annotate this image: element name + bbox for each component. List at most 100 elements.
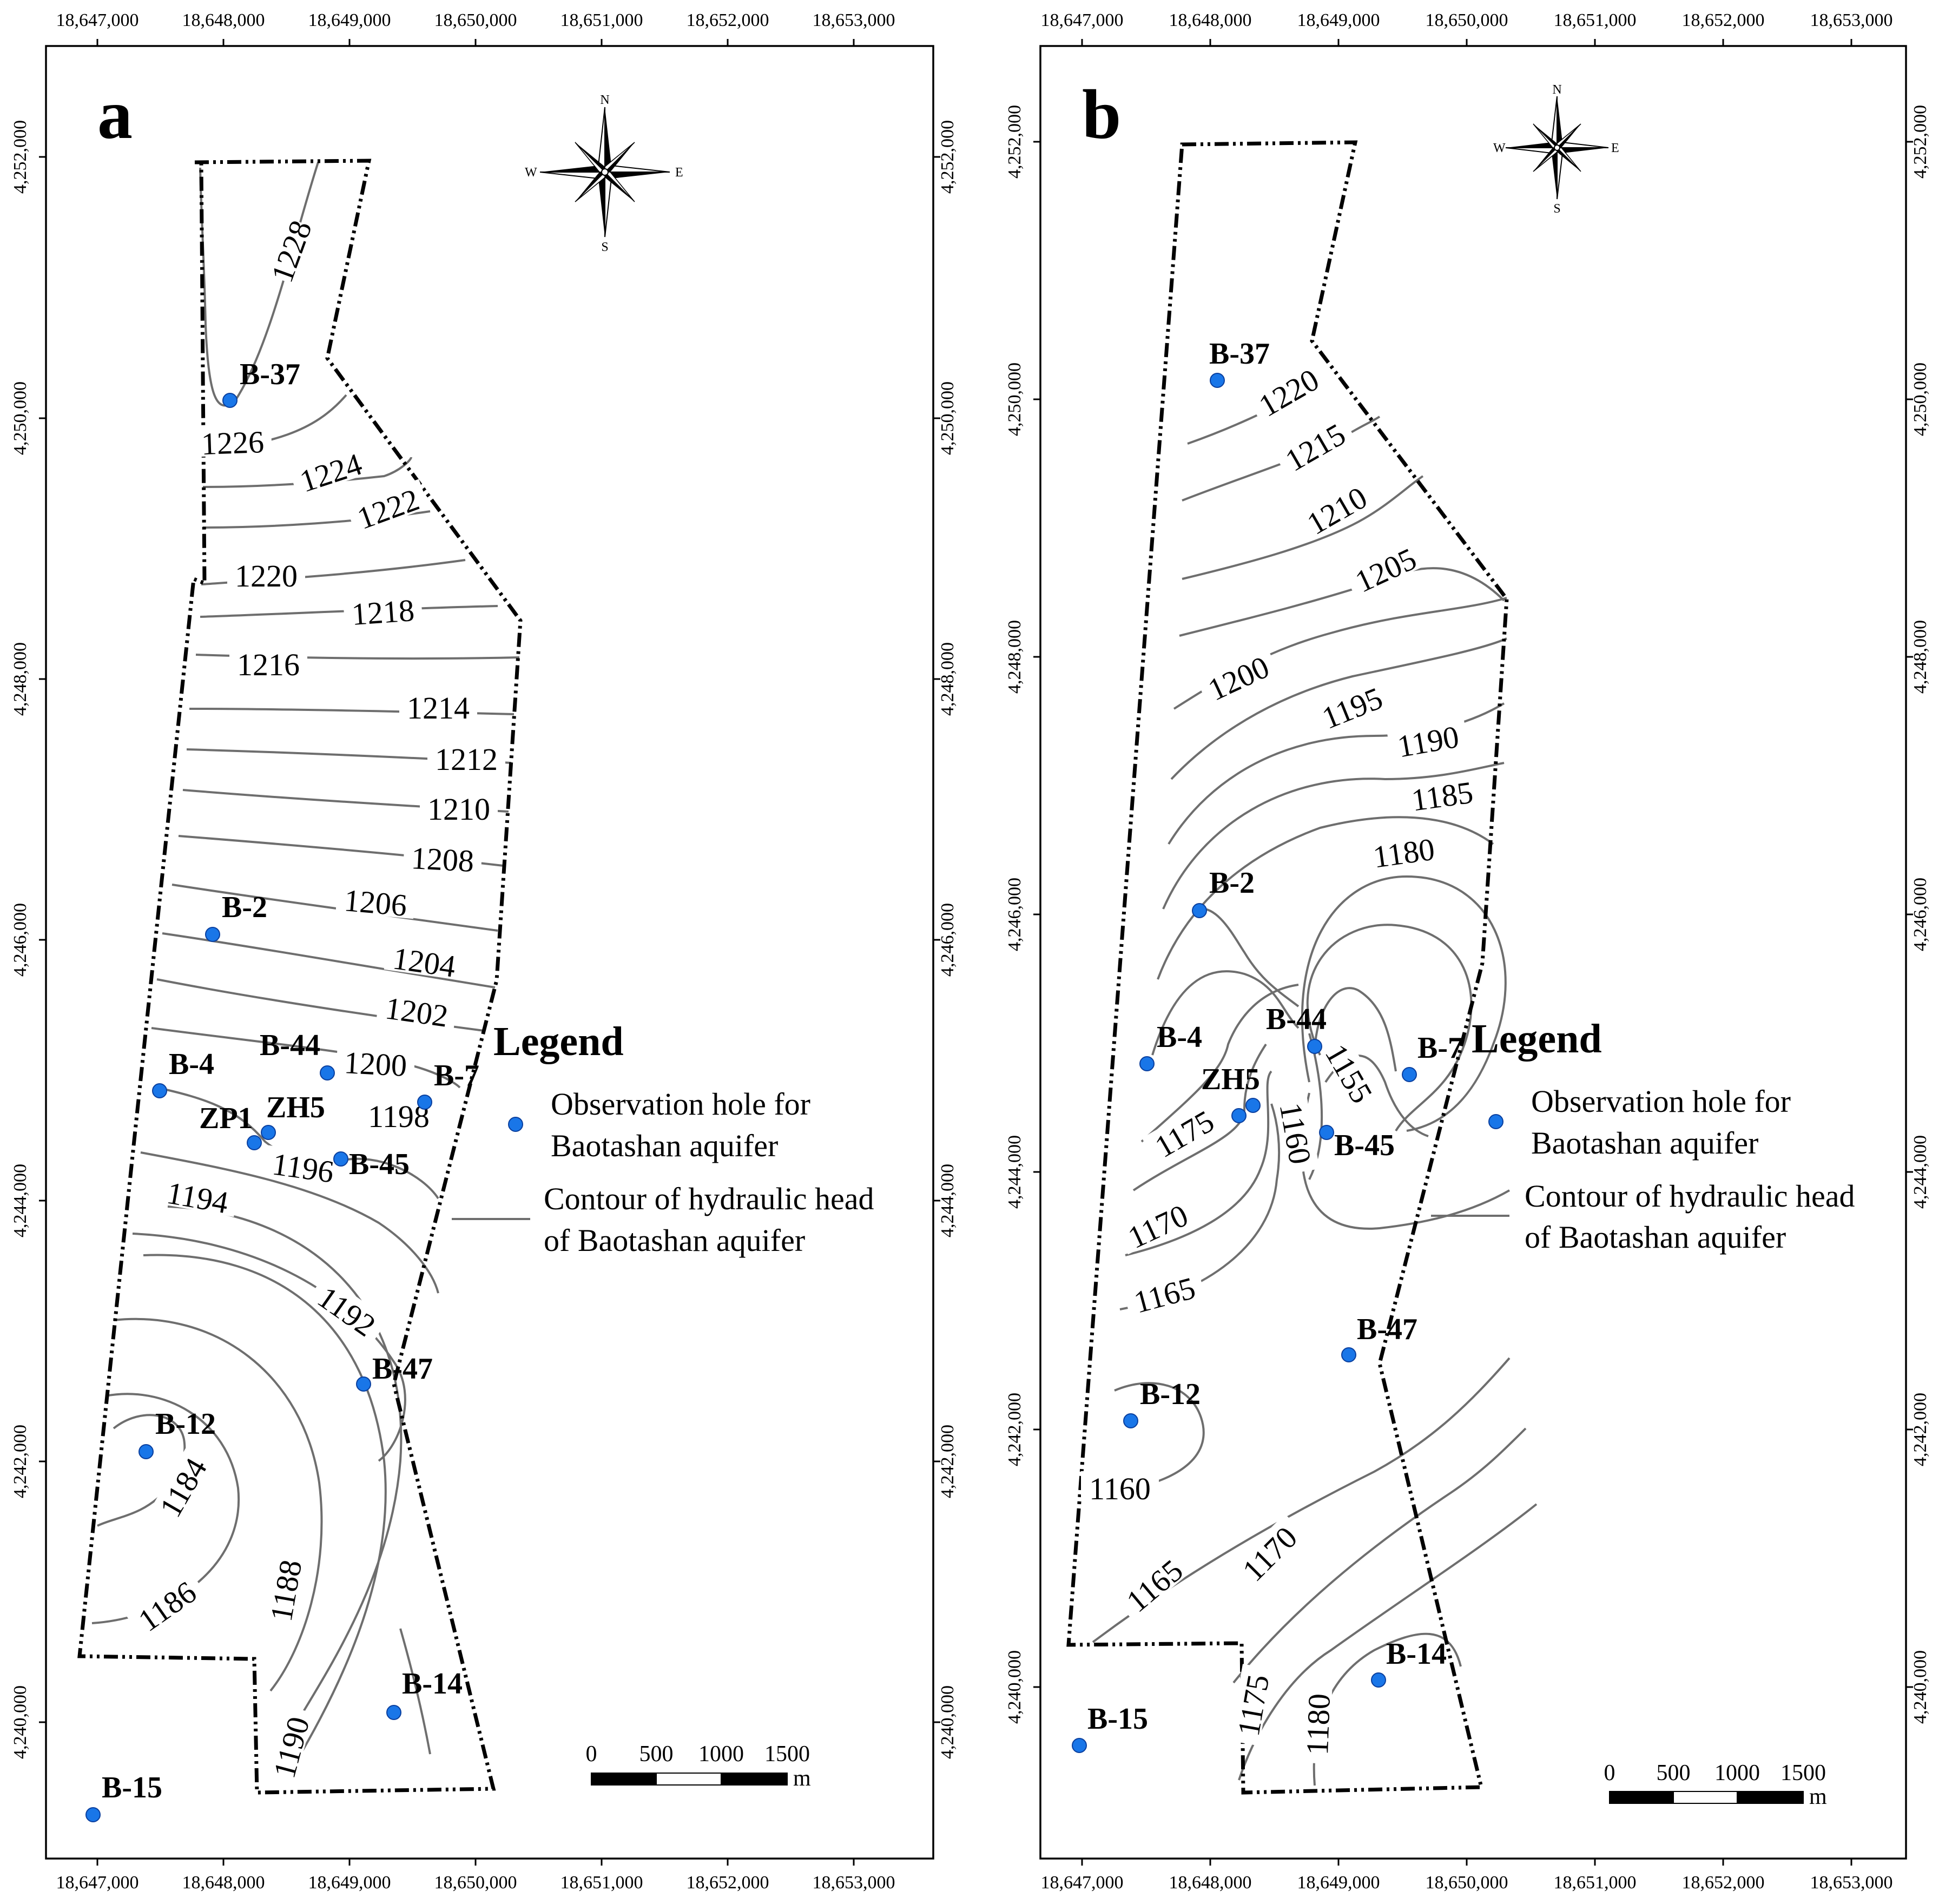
legend-contour-label: of Baotashan aquifer bbox=[544, 1223, 805, 1258]
x-tick-label: 18,651,000 bbox=[560, 10, 643, 30]
y-tick-label: 4,250,000 bbox=[938, 381, 958, 455]
well-label: B-47 bbox=[372, 1352, 433, 1386]
x-tick-label: 18,650,000 bbox=[434, 1873, 517, 1893]
x-tick-label: 18,653,000 bbox=[1810, 1873, 1893, 1893]
well-label: B-14 bbox=[402, 1667, 463, 1701]
observation-well-marker bbox=[205, 927, 220, 942]
x-tick-label: 18,648,000 bbox=[182, 1873, 265, 1893]
observation-well-marker bbox=[1245, 1098, 1261, 1113]
panel-b-y-tick-labels-right: 4,252,000 4,250,000 4,248,000 4,246,000 … bbox=[1910, 105, 1930, 1724]
x-tick-label: 18,647,000 bbox=[56, 1873, 139, 1893]
x-tick-label: 18,648,000 bbox=[182, 10, 265, 30]
observation-well-marker bbox=[1341, 1347, 1356, 1362]
well-label: B-37 bbox=[240, 358, 300, 391]
contour-label: 1216 bbox=[237, 647, 300, 682]
y-tick-label: 4,250,000 bbox=[10, 381, 30, 455]
y-tick-label: 4,242,000 bbox=[1005, 1393, 1025, 1466]
x-tick-label: 18,648,000 bbox=[1169, 10, 1252, 30]
scale-label: 1000 bbox=[1714, 1761, 1760, 1786]
x-tick-label: 18,651,000 bbox=[1554, 10, 1637, 30]
well-label: B-45 bbox=[1334, 1129, 1395, 1162]
contour-label: 1218 bbox=[351, 592, 416, 632]
well-label: B-12 bbox=[1140, 1378, 1201, 1411]
observation-well-marker bbox=[386, 1705, 401, 1720]
scale-label: 500 bbox=[639, 1742, 674, 1767]
y-tick-label: 4,242,000 bbox=[938, 1425, 958, 1498]
compass-n-label: N bbox=[1552, 83, 1561, 97]
observation-well-marker bbox=[152, 1083, 167, 1098]
well-label: B-7 bbox=[434, 1059, 479, 1092]
panel-a-y-ticks bbox=[39, 156, 940, 1723]
y-tick-label: 4,248,000 bbox=[938, 642, 958, 716]
panel-b-wells: B-37 B-2 B-4 B-44 B-7 ZH5 B-45 B-47 B-12… bbox=[1072, 337, 1463, 1753]
panel-a-scale-bar: 0 500 1000 1500 m bbox=[586, 1742, 812, 1791]
contour-label: 1196 bbox=[270, 1146, 336, 1189]
compass-rose-icon: N S E W bbox=[1493, 83, 1619, 216]
legend-observation-label: Observation hole for bbox=[1531, 1084, 1791, 1119]
x-tick-label: 18,650,000 bbox=[1426, 1873, 1508, 1893]
panel-b: 18,647,000 18,648,000 18,649,000 18,650,… bbox=[1005, 10, 1930, 1893]
panel-a-y-tick-labels-left: 4,252,000 4,250,000 4,248,000 4,246,000 … bbox=[10, 120, 30, 1759]
legend-well-symbol bbox=[1488, 1114, 1503, 1129]
scale-label: 0 bbox=[586, 1742, 597, 1767]
panel-b-legend: Legend Observation hole for Baotashan aq… bbox=[1431, 1016, 1855, 1255]
panel-a-x-tick-labels-top: 18,647,000 18,648,000 18,649,000 18,650,… bbox=[56, 10, 895, 30]
well-label: B-2 bbox=[222, 891, 267, 924]
well-label: B-4 bbox=[1157, 1020, 1202, 1054]
legend-well-symbol bbox=[508, 1117, 523, 1132]
y-tick-label: 4,244,000 bbox=[10, 1164, 30, 1237]
panel-letter: b bbox=[1082, 76, 1121, 154]
observation-well-marker bbox=[320, 1065, 335, 1081]
legend-contour-label: Contour of hydraulic head bbox=[544, 1181, 874, 1216]
observation-well-marker bbox=[1371, 1672, 1386, 1688]
y-tick-label: 4,242,000 bbox=[10, 1425, 30, 1498]
panel-b-y-ticks bbox=[1033, 141, 1913, 1688]
x-tick-label: 18,652,000 bbox=[687, 1873, 769, 1893]
x-tick-label: 18,651,000 bbox=[1554, 1873, 1637, 1893]
y-tick-label: 4,246,000 bbox=[1005, 878, 1025, 951]
y-tick-label: 4,246,000 bbox=[1910, 878, 1930, 951]
compass-s-label: S bbox=[601, 240, 608, 254]
well-label: B-44 bbox=[1266, 1003, 1327, 1036]
observation-well-marker bbox=[1072, 1738, 1087, 1753]
scale-label: 1500 bbox=[1780, 1761, 1826, 1786]
panel-a-wells: B-37 B-2 B-4 B-44 B-7 ZP1 ZH5 B-45 B-47 … bbox=[85, 358, 479, 1822]
contour-label: 1204 bbox=[391, 940, 458, 984]
y-tick-label: 4,248,000 bbox=[1910, 620, 1930, 694]
compass-rose-icon: N S E W bbox=[525, 93, 683, 254]
x-tick-label: 18,649,000 bbox=[308, 1873, 391, 1893]
x-tick-label: 18,647,000 bbox=[1041, 10, 1124, 30]
observation-well-marker bbox=[1319, 1125, 1334, 1140]
contour-label: 1206 bbox=[343, 882, 408, 923]
observation-well-marker bbox=[139, 1444, 154, 1459]
contour-label: 1180 bbox=[1371, 831, 1437, 874]
contour-label: 1180 bbox=[1300, 1693, 1337, 1756]
observation-well-marker bbox=[333, 1151, 348, 1167]
observation-well-marker bbox=[1123, 1413, 1138, 1428]
well-label: B-7 bbox=[1417, 1031, 1463, 1065]
y-tick-label: 4,252,000 bbox=[10, 120, 30, 194]
observation-well-marker bbox=[261, 1125, 276, 1140]
y-tick-label: 4,252,000 bbox=[1005, 105, 1025, 179]
observation-well-marker bbox=[85, 1807, 101, 1822]
contour-label: 1202 bbox=[383, 990, 450, 1034]
x-tick-label: 18,649,000 bbox=[1297, 1873, 1380, 1893]
y-tick-label: 4,248,000 bbox=[10, 642, 30, 716]
y-tick-label: 4,240,000 bbox=[1005, 1650, 1025, 1724]
observation-well-marker bbox=[222, 393, 238, 408]
panel-b-frame bbox=[1039, 45, 1907, 1860]
panel-a-study-boundary bbox=[77, 159, 523, 1795]
x-tick-label: 18,647,000 bbox=[1041, 1873, 1124, 1893]
contour-label: 1200 bbox=[343, 1045, 407, 1083]
scale-label: 1500 bbox=[764, 1742, 810, 1767]
x-tick-label: 18,649,000 bbox=[308, 10, 391, 30]
observation-well-marker bbox=[1231, 1108, 1247, 1123]
legend-observation-label: Baotashan aquifer bbox=[1531, 1125, 1758, 1161]
contour-label: 1212 bbox=[435, 742, 498, 777]
contour-label: 1160 bbox=[1089, 1471, 1151, 1506]
well-label: ZP1 bbox=[199, 1102, 253, 1135]
panel-a-y-tick-labels-right: 4,252,000 4,250,000 4,248,000 4,246,000 … bbox=[938, 120, 958, 1759]
well-label: B-37 bbox=[1209, 337, 1270, 371]
compass-e-label: E bbox=[675, 166, 683, 180]
